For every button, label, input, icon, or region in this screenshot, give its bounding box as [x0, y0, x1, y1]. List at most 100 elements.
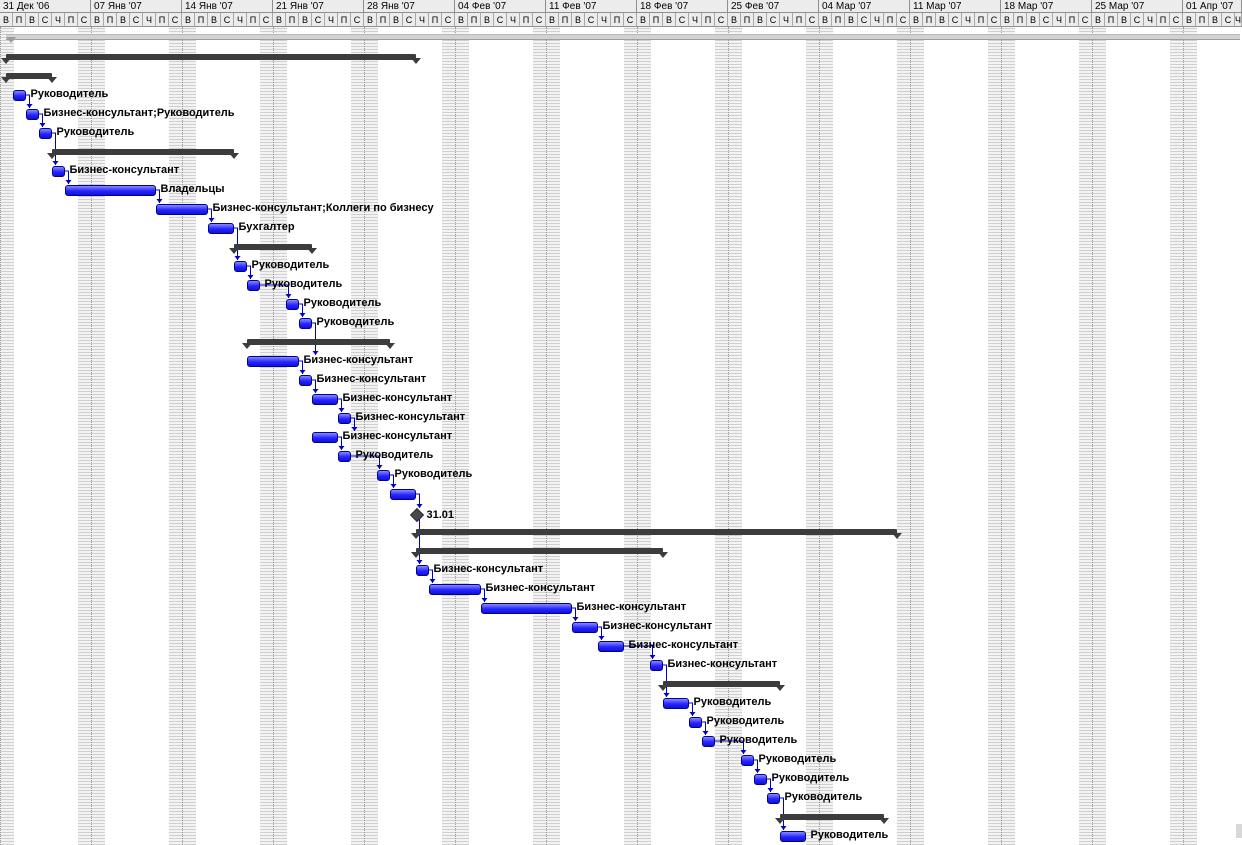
day-label: Ч: [598, 13, 611, 27]
task-bar[interactable]: [298, 318, 312, 329]
task-bar[interactable]: [155, 204, 208, 215]
summary-bar[interactable]: [6, 54, 416, 60]
day-label: В: [208, 13, 221, 27]
summary-bar[interactable]: [51, 149, 234, 155]
summary-bar[interactable]: [233, 244, 312, 250]
day-label: Ч: [962, 13, 975, 27]
task-bar[interactable]: [337, 413, 351, 424]
summary-cap: [657, 685, 668, 691]
day-label: П: [247, 13, 260, 27]
day-label: В: [481, 13, 494, 27]
resource-label: Руководитель: [771, 772, 850, 784]
task-bar[interactable]: [766, 793, 780, 804]
resource-label: Бизнес-консультант: [628, 639, 739, 651]
resource-label: Бизнес-консультант: [303, 354, 414, 366]
task-bar[interactable]: [207, 223, 234, 234]
day-label: П: [559, 13, 572, 27]
task-bar[interactable]: [12, 90, 26, 101]
task-bar[interactable]: [701, 736, 715, 747]
day-label: В: [26, 13, 39, 27]
day-label: П: [702, 13, 715, 27]
dependency-link: [298, 303, 303, 317]
link-arrowhead: [754, 769, 761, 773]
task-bar[interactable]: [688, 717, 702, 728]
summary-cap: [410, 533, 421, 539]
task-bar[interactable]: [389, 489, 416, 500]
day-label: В: [117, 13, 130, 27]
dependency-link: [337, 436, 342, 450]
resource-label: Руководитель: [316, 316, 395, 328]
task-bar[interactable]: [376, 470, 390, 481]
resource-label: Руководитель: [303, 297, 382, 309]
summary-cap: [228, 248, 239, 254]
summary-bar[interactable]: [662, 681, 780, 687]
week-label: 25 Фев '07: [728, 0, 819, 13]
week-label: 21 Янв '07: [273, 0, 364, 13]
summary-cap: [410, 58, 421, 64]
link-arrowhead: [247, 275, 254, 279]
resource-label: Бизнес-консультант;Руководитель: [43, 107, 235, 119]
day-label: Ч: [143, 13, 156, 27]
weekend-column: [273, 27, 287, 845]
task-bar[interactable]: [51, 166, 65, 177]
project-summary-bar[interactable]: [6, 34, 1240, 40]
task-bar[interactable]: [64, 185, 156, 196]
summary-bar[interactable]: [6, 73, 52, 79]
day-label: В: [364, 13, 377, 27]
task-bar[interactable]: [480, 603, 572, 614]
weekend-column: [637, 27, 651, 845]
dependency-link: [415, 493, 420, 508]
weekend-column: [1183, 27, 1197, 845]
task-bar[interactable]: [337, 451, 351, 462]
weekend-column: [169, 27, 182, 845]
task-bar[interactable]: [246, 356, 299, 367]
task-bar[interactable]: [779, 831, 806, 842]
task-bar[interactable]: [233, 261, 247, 272]
resource-label: Бухгалтер: [238, 221, 295, 233]
week-label: 04 Мар '07: [819, 0, 910, 13]
day-label: С: [1079, 13, 1092, 27]
link-arrowhead: [689, 712, 696, 716]
link-arrowhead: [299, 313, 306, 317]
task-bar[interactable]: [428, 584, 481, 595]
weekend-column: [1001, 27, 1015, 845]
day-label: В: [390, 13, 403, 27]
link-arrowhead: [338, 446, 345, 450]
task-bar[interactable]: [662, 698, 689, 709]
task-bar[interactable]: [25, 109, 39, 120]
task-bar[interactable]: [571, 622, 598, 633]
task-bar[interactable]: [298, 375, 312, 386]
task-bar[interactable]: [311, 394, 338, 405]
task-bar[interactable]: [753, 774, 767, 785]
link-arrowhead: [26, 104, 33, 108]
task-bar[interactable]: [285, 299, 299, 310]
summary-bar[interactable]: [415, 529, 897, 535]
task-bar[interactable]: [38, 128, 52, 139]
link-arrowhead: [299, 370, 306, 374]
summary-bar[interactable]: [246, 339, 390, 345]
summary-cap: [1, 77, 11, 83]
task-bar[interactable]: [415, 565, 429, 576]
summary-bar[interactable]: [415, 548, 663, 554]
week-label: 07 Янв '07: [91, 0, 182, 13]
summary-bar[interactable]: [779, 814, 884, 820]
task-bar[interactable]: [597, 641, 624, 652]
day-label: В: [845, 13, 858, 27]
week-label: 11 Фев '07: [546, 0, 637, 13]
task-bar[interactable]: [311, 432, 338, 443]
day-label: Ч: [1144, 13, 1157, 27]
task-bar[interactable]: [246, 280, 260, 291]
milestone-marker[interactable]: [409, 507, 424, 523]
day-label: П: [429, 13, 442, 27]
dependency-link: [766, 778, 771, 792]
resource-label: Бизнес-консультант: [667, 658, 778, 670]
resource-label: Руководитель: [719, 734, 798, 746]
link-arrowhead: [234, 256, 241, 260]
task-bar[interactable]: [740, 755, 754, 766]
day-label: Ч: [689, 13, 702, 27]
dependency-link: [701, 721, 706, 735]
task-bar[interactable]: [649, 660, 663, 671]
weekend-column: [1170, 27, 1183, 845]
day-label: В: [182, 13, 195, 27]
